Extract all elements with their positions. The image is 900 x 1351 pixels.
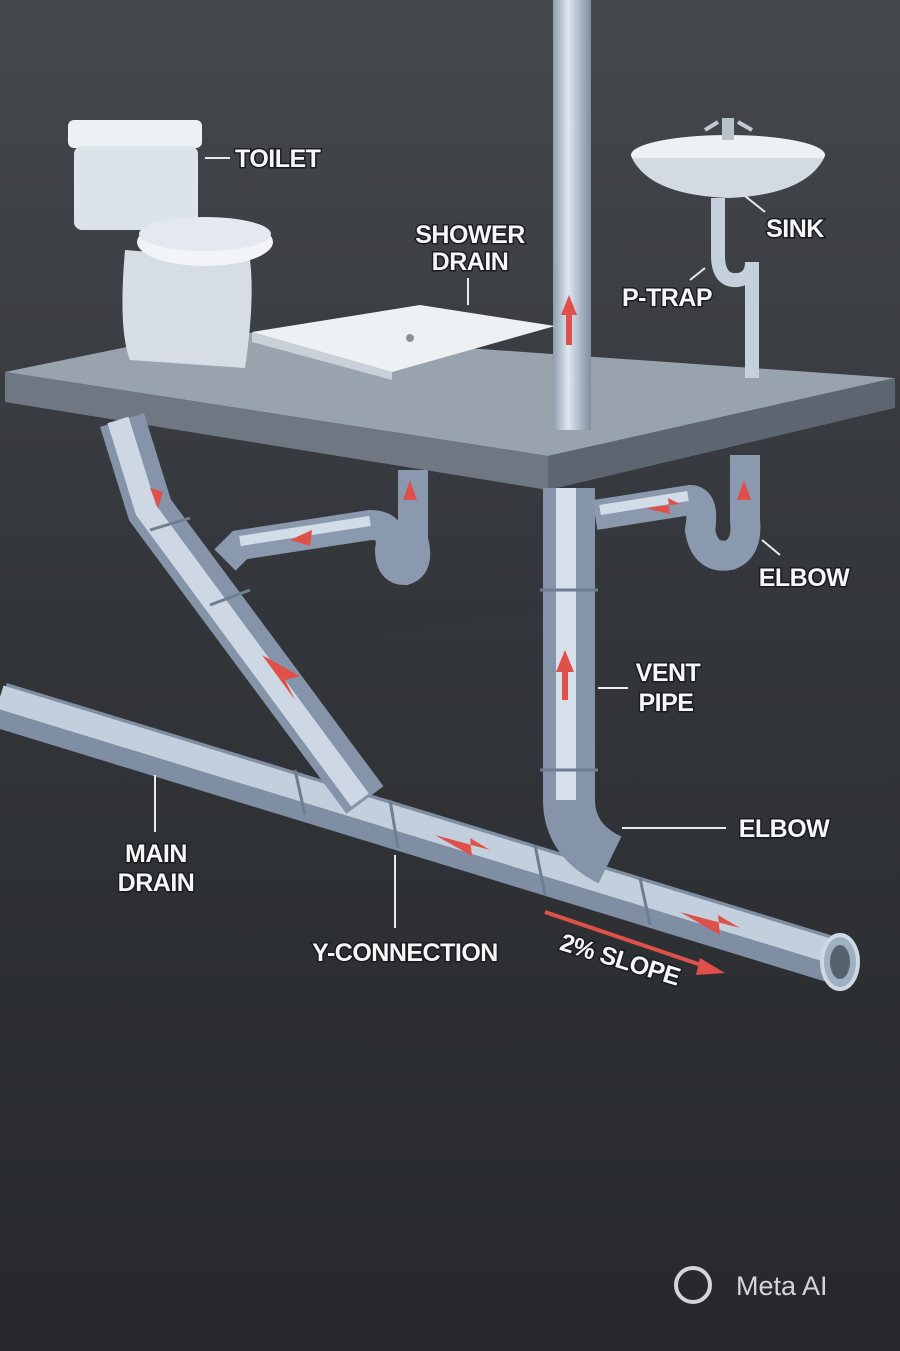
flow-arrows (150, 295, 751, 975)
label-shower-drain-line2: DRAIN (432, 248, 509, 276)
label-p-trap: P-TRAP (622, 284, 712, 312)
arrow-down-icon (150, 488, 163, 508)
arrow-right-icon (435, 835, 490, 856)
arrow-down-icon (403, 480, 417, 500)
arrow-right-icon (680, 912, 740, 935)
leader-lines (154, 157, 781, 928)
label-sink: SINK (766, 215, 824, 243)
meta-ai-ring-icon (674, 1266, 712, 1304)
arrow-up-icon (561, 295, 577, 345)
toilet-illustration (68, 120, 273, 368)
label-main-drain-line1: MAIN (125, 840, 187, 868)
arrow-up-icon (556, 650, 574, 700)
arrow-down-icon (737, 480, 751, 500)
pipe-fittings (149, 516, 652, 926)
shower-tray (252, 305, 555, 380)
label-main-drain-line2: DRAIN (118, 869, 195, 897)
watermark-meta-ai: Meta AI (736, 1271, 828, 1301)
label-vent-pipe-line1: VENT (636, 659, 701, 687)
arrow-right-icon (645, 498, 680, 514)
arrow-left-icon (290, 530, 312, 546)
label-toilet: TOILET (235, 145, 321, 173)
arrow-down-icon (262, 655, 300, 700)
sink-illustration (631, 118, 825, 378)
label-y-connection: Y-CONNECTION (312, 939, 498, 967)
label-elbow-upper: ELBOW (759, 564, 850, 592)
label-shower-drain-line1: SHOWER (415, 221, 525, 249)
label-elbow-lower: ELBOW (739, 815, 830, 843)
vent-stack-through-slab (553, 330, 591, 430)
label-vent-pipe-line2: PIPE (639, 689, 694, 717)
